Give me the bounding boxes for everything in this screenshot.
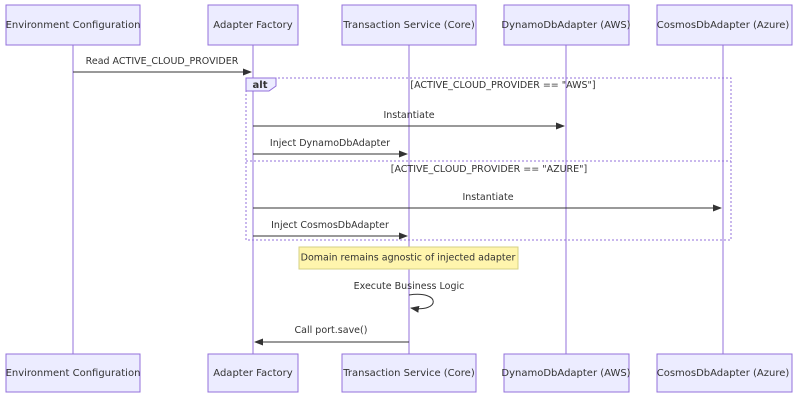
message-label: Inject DynamoDbAdapter	[270, 138, 390, 149]
actor-top-cosmos: CosmosDbAdapter (Azure)	[656, 4, 793, 46]
actor-label: Adapter Factory	[213, 20, 292, 31]
self-message-arrow	[408, 293, 434, 313]
actor-label: DynamoDbAdapter (AWS)	[501, 20, 630, 31]
actor-bottom-env: Environment Configuration	[5, 353, 141, 393]
actor-label: CosmosDbAdapter (Azure)	[657, 20, 790, 31]
actor-top-env: Environment Configuration	[5, 4, 141, 46]
actor-top-service: Transaction Service (Core)	[341, 4, 477, 46]
alt-condition-aws: [ACTIVE_CLOUD_PROVIDER == "AWS"]	[410, 80, 595, 91]
actor-top-dynamo: DynamoDbAdapter (AWS)	[501, 4, 631, 46]
actor-bottom-service: Transaction Service (Core)	[341, 353, 477, 393]
actor-label: Transaction Service (Core)	[342, 368, 475, 379]
actor-label: Environment Configuration	[6, 368, 141, 379]
message-label: Inject CosmosDbAdapter	[271, 220, 389, 231]
actor-label: Adapter Factory	[213, 368, 292, 379]
alt-tag	[245, 77, 277, 92]
actor-label: Transaction Service (Core)	[342, 20, 475, 31]
alt-condition-azure: [ACTIVE_CLOUD_PROVIDER == "AZURE"]	[391, 164, 587, 175]
actor-label: DynamoDbAdapter (AWS)	[501, 368, 630, 379]
message-label: Execute Business Logic	[354, 281, 465, 292]
actor-label: CosmosDbAdapter (Azure)	[657, 368, 790, 379]
alt-frame: alt [ACTIVE_CLOUD_PROVIDER == "AWS"] [AC…	[245, 77, 732, 241]
message-label: Instantiate	[383, 110, 434, 121]
actor-bottom-cosmos: CosmosDbAdapter (Azure)	[656, 353, 793, 393]
actor-top-factory: Adapter Factory	[207, 4, 299, 46]
actor-bottom-factory: Adapter Factory	[207, 353, 299, 393]
actor-label: Environment Configuration	[6, 20, 141, 31]
actor-bottom-dynamo: DynamoDbAdapter (AWS)	[501, 353, 631, 393]
note: Domain remains agnostic of injected adap…	[298, 246, 519, 270]
message-label: Instantiate	[462, 192, 513, 203]
note-text: Domain remains agnostic of injected adap…	[301, 253, 516, 264]
alt-tag-label: alt	[253, 80, 268, 91]
message-label: Read ACTIVE_CLOUD_PROVIDER	[86, 56, 239, 67]
message-label: Call port.save()	[295, 325, 368, 336]
